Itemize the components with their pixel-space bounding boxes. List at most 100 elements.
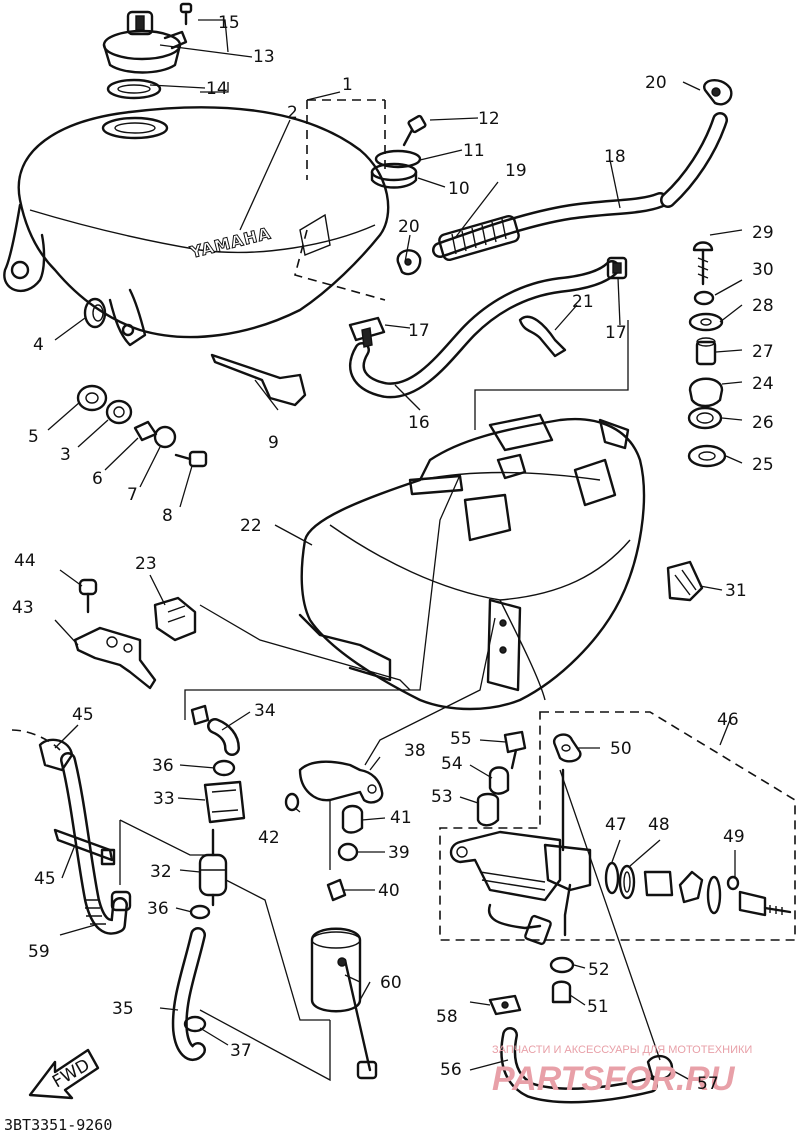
callout-6: 6 (92, 469, 103, 489)
lever-parts (643, 870, 792, 917)
damper-41 (341, 804, 364, 834)
callout-58: 58 (436, 1007, 458, 1027)
collar-27 (695, 337, 717, 366)
callout-10: 10 (448, 179, 470, 199)
diagram-code: 3BT3351-9260 (4, 1116, 112, 1134)
clip-57 (646, 1054, 674, 1080)
callout-34: 34 (254, 701, 276, 721)
washer-7 (153, 425, 177, 449)
nut-42 (284, 792, 300, 812)
callout-60: 60 (380, 973, 402, 993)
spring-guard-19 (438, 214, 520, 262)
callout-18: 18 (604, 147, 626, 167)
damper-33 (203, 780, 246, 824)
callout-46: 46 (717, 710, 739, 730)
leader-lines (47, 19, 743, 1082)
clamp-20-mid (396, 249, 422, 276)
collar-39 (337, 842, 359, 862)
screw-15 (179, 2, 193, 26)
clamp-37 (183, 1015, 207, 1033)
callout-45-bottom: 45 (34, 869, 56, 889)
clip-45-upper (38, 738, 74, 772)
forward-arrow-icon: FWD (28, 1048, 100, 1100)
damper-23 (153, 596, 197, 642)
callout-40: 40 (378, 881, 400, 901)
bolt-44 (78, 578, 98, 614)
fuel-pump-60 (310, 927, 378, 1080)
callout-35: 35 (112, 999, 134, 1019)
callout-24: 24 (752, 374, 774, 394)
callout-36-bottom: 36 (147, 899, 169, 919)
grommet-3 (105, 399, 133, 425)
bolt-40 (326, 878, 347, 902)
callout-43: 43 (12, 598, 34, 618)
callout-22: 22 (240, 516, 262, 536)
callout-32: 32 (150, 862, 172, 882)
callout-45-top: 45 (72, 705, 94, 725)
callout-1: 1 (342, 75, 353, 95)
callout-38: 38 (404, 741, 426, 761)
o-ring-48 (618, 864, 636, 900)
callout-25: 25 (752, 455, 774, 475)
group-46-boundary (439, 711, 796, 941)
callout-7: 7 (127, 485, 138, 505)
callout-20-top: 20 (645, 73, 667, 93)
washer-28 (688, 312, 724, 332)
fitting-bottom (110, 890, 132, 912)
callout-33: 33 (153, 789, 175, 809)
callout-48: 48 (648, 815, 670, 835)
group-1-boundary (294, 99, 386, 301)
callout-57: 57 (697, 1074, 719, 1094)
callout-5: 5 (28, 427, 39, 447)
bolt-8 (174, 450, 208, 468)
hose-45-dashed (11, 729, 61, 751)
brand-lettering: YAMAHA (187, 223, 273, 262)
bolt-55 (503, 730, 527, 770)
clamp-36-top (190, 704, 210, 726)
washer-30 (693, 290, 715, 306)
callout-39: 39 (388, 843, 410, 863)
callout-51: 51 (587, 997, 609, 1017)
callout-4: 4 (33, 335, 44, 355)
callout-13: 13 (253, 47, 275, 67)
washer-52 (549, 956, 575, 974)
fuel-cock-assembly-46 (449, 768, 592, 946)
damper-53 (476, 792, 500, 827)
fuel-tank-lower-22 (298, 413, 646, 711)
clip-45-lower (53, 828, 116, 866)
grommet-5 (76, 384, 108, 412)
clip-58 (488, 994, 522, 1016)
callout-26: 26 (752, 413, 774, 433)
hose-56 (500, 1027, 658, 1104)
bracket-9 (210, 353, 307, 407)
clamp-20-top (703, 79, 733, 106)
hose-16 (349, 260, 620, 399)
hose-18 (432, 112, 728, 258)
callout-50: 50 (610, 739, 632, 759)
damper-10 (370, 162, 418, 189)
callout-28: 28 (752, 296, 774, 316)
callout-42: 42 (258, 828, 280, 848)
damper-24 (688, 377, 724, 408)
callout-31: 31 (725, 581, 747, 601)
callout-12: 12 (478, 109, 500, 129)
callout-2: 2 (287, 103, 298, 123)
callout-44: 44 (14, 551, 36, 571)
callout-49: 49 (723, 827, 745, 847)
gasket-50 (552, 733, 582, 763)
washer-11 (374, 149, 422, 169)
gasket-14 (106, 78, 162, 100)
bolt-29 (692, 241, 714, 286)
bolt-12 (402, 114, 427, 147)
callout-21: 21 (572, 292, 594, 312)
callout-29: 29 (752, 223, 774, 243)
watermark-tagline: ЗАПЧАСТИ И АКСЕССУАРЫ ДЛЯ МОТОТЕХНИКИ (492, 1044, 752, 1056)
callout-15: 15 (218, 13, 240, 33)
hose-59 (60, 752, 128, 935)
bracket-43 (73, 626, 157, 690)
callout-9: 9 (268, 433, 279, 453)
clip-21 (518, 315, 567, 358)
collar-6 (133, 420, 158, 442)
damper-31 (666, 560, 704, 602)
